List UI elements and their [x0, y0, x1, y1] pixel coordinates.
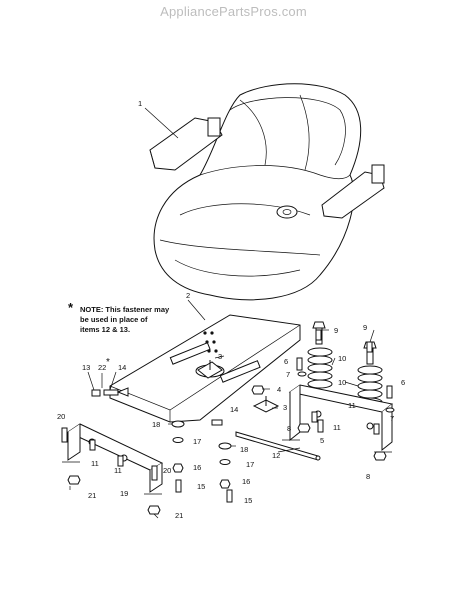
callout-11-c: 11	[91, 459, 99, 468]
bracket-right	[282, 384, 394, 453]
knob-3-lower	[252, 396, 280, 413]
callout-21-left: 21	[88, 491, 96, 500]
callout-13: 13	[82, 363, 90, 372]
callout-16-left: 16	[193, 463, 201, 472]
fasteners	[61, 329, 395, 515]
callout-17-left: 17	[193, 437, 201, 446]
callout-20-left: 20	[57, 412, 65, 421]
callout-7-left: 7	[286, 370, 290, 379]
callout-11-a: 11	[333, 423, 341, 432]
callout-10-right: 10	[338, 378, 346, 387]
callout-15-left: 15	[197, 482, 205, 491]
callout-5: 5	[320, 436, 324, 445]
callout-15-right: 15	[244, 496, 252, 505]
callout-4: 4	[277, 385, 281, 394]
callout-6-right: 6	[401, 378, 405, 387]
note-line-2: be used in place of	[80, 315, 148, 324]
note-asterisk: *	[68, 300, 74, 315]
callout-18-left: 18	[152, 420, 160, 429]
callout-17-right: 17	[246, 460, 254, 469]
callout-9-left: 9	[334, 326, 338, 335]
callout-8-left: 8	[287, 424, 291, 433]
knob-3-upper	[197, 355, 225, 379]
note-line-3: items 12 & 13.	[80, 325, 131, 334]
note-line-1: NOTE: This fastener may	[80, 305, 170, 314]
callout-2: 2	[186, 291, 190, 300]
callout-20-right: 20	[163, 466, 171, 475]
callout-3-upper: 3	[218, 352, 222, 361]
callout-6-left: 6	[284, 357, 288, 366]
callout-22-asterisk: *	[106, 357, 110, 368]
callout-18-right: 18	[240, 445, 248, 454]
fastener-note: * NOTE: This fastener may be used in pla…	[68, 300, 210, 335]
callout-21-right: 21	[175, 511, 183, 520]
callout-22: 22	[98, 363, 106, 372]
callout-1: 1	[138, 99, 142, 108]
callout-16-right: 16	[242, 477, 250, 486]
rod-12	[235, 431, 321, 461]
callout-14-right: 14	[230, 405, 238, 414]
callout-7-right: 7	[390, 414, 394, 423]
callout-12: 12	[272, 451, 280, 460]
callout-10-left: 10	[338, 354, 346, 363]
callout-11-d: 11	[114, 466, 122, 475]
watermark: AppliancePartsPros.com	[160, 4, 307, 19]
callout-3-lower: 3	[283, 403, 287, 412]
callout-labels: 1 2 3 3 4 5 6 6 7 7 8 8 9 9 10 10 11 11 …	[57, 99, 405, 520]
callout-8-right: 8	[366, 472, 370, 481]
callout-19: 19	[120, 489, 128, 498]
callout-9-right: 9	[363, 323, 367, 332]
seat-assembly	[144, 83, 385, 301]
callout-14-left: 14	[118, 363, 126, 372]
leader-lines	[69, 329, 375, 519]
callout-11-b: 11	[348, 401, 356, 410]
